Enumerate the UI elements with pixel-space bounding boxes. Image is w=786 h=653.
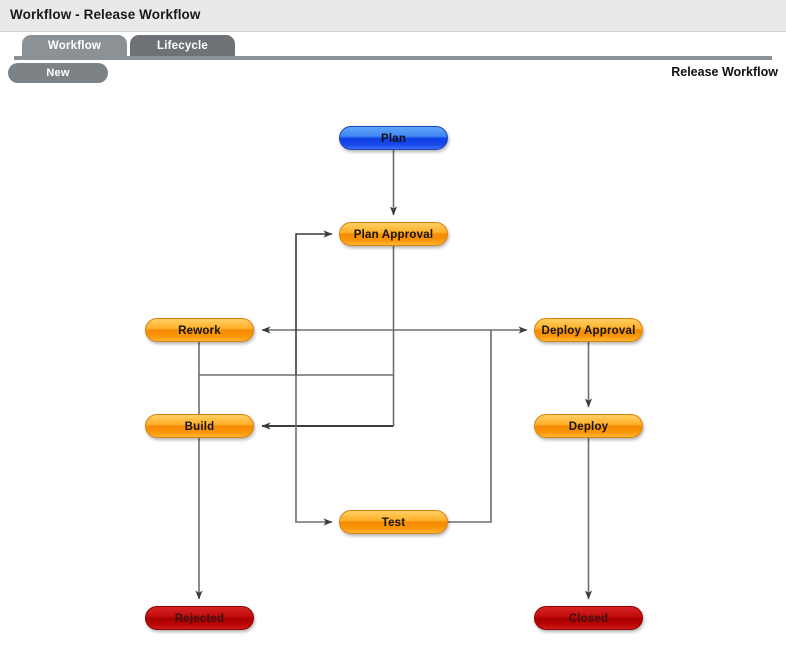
node-plan-approval[interactable]: Plan Approval <box>339 222 448 246</box>
action-bar: New Release Workflow <box>0 60 786 88</box>
connector-layer <box>195 150 593 600</box>
tab-lifecycle-label: Lifecycle <box>156 40 209 52</box>
window-title-bar: Workflow - Release Workflow <box>0 0 786 32</box>
node-rejected[interactable]: Rejected <box>145 606 254 630</box>
tab-strip: Workflow Lifecycle <box>0 33 786 58</box>
workflow-name-caption: Release Workflow <box>671 65 778 79</box>
node-deploy[interactable]: Deploy <box>534 414 643 438</box>
tab-workflow[interactable]: Workflow <box>22 35 127 58</box>
node-test[interactable]: Test <box>339 510 448 534</box>
edge-rework-to-plan-approval <box>199 230 394 376</box>
workflow-diagram-canvas[interactable]: Plan Plan Approval Rework Deploy Approva… <box>0 88 786 653</box>
node-plan[interactable]: Plan <box>339 126 448 150</box>
edge-test-to-deploy-approval <box>448 330 492 523</box>
new-button[interactable]: New <box>8 63 108 83</box>
tab-lifecycle[interactable]: Lifecycle <box>130 35 235 58</box>
node-closed[interactable]: Closed <box>534 606 643 630</box>
tab-workflow-label: Workflow <box>47 40 102 52</box>
node-deploy-approval[interactable]: Deploy Approval <box>534 318 643 342</box>
page-title: Workflow - Release Workflow <box>10 7 201 22</box>
edge-build-to-test <box>295 375 333 526</box>
node-rework[interactable]: Rework <box>145 318 254 342</box>
tab-underline-rule <box>14 56 772 60</box>
node-build[interactable]: Build <box>145 414 254 438</box>
